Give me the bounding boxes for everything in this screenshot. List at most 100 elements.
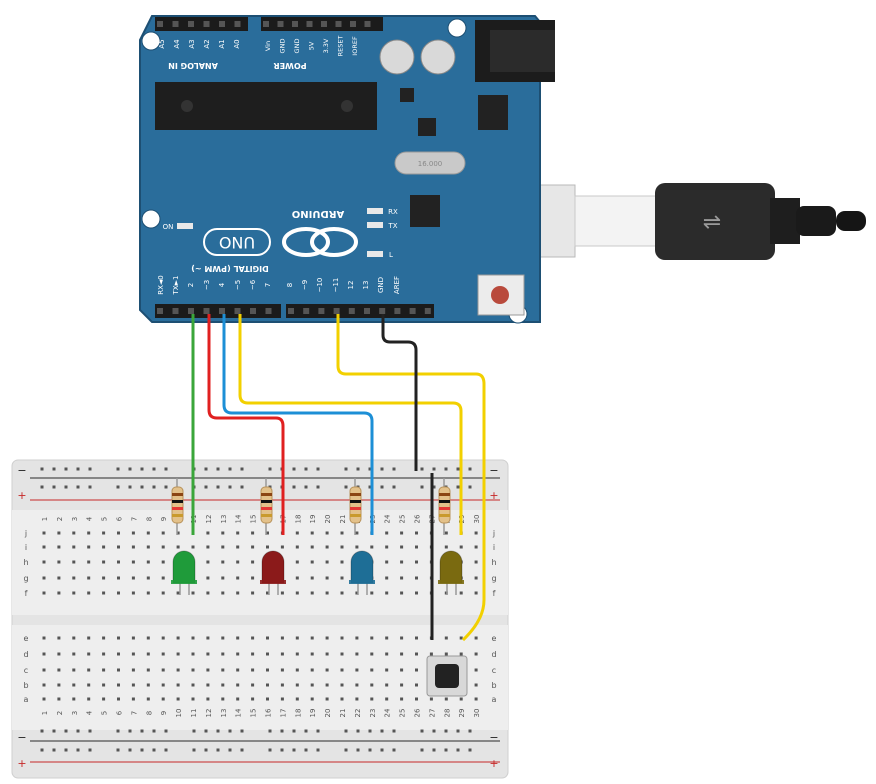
digital-pin-label: AREF xyxy=(393,276,401,294)
breadboard-hole xyxy=(251,636,255,640)
breadboard-hole xyxy=(57,591,61,595)
rail-polarity-label: + xyxy=(489,489,498,502)
breadboard-hole xyxy=(325,591,329,595)
rail-hole xyxy=(292,467,296,471)
breadboard-hole xyxy=(355,545,359,549)
row-label: e xyxy=(24,634,29,643)
rail-hole xyxy=(304,485,308,489)
resistor[interactable] xyxy=(349,478,362,535)
breadboard-hole xyxy=(146,683,150,687)
breadboard-hole xyxy=(459,545,463,549)
breadboard-hole xyxy=(400,531,404,535)
wire-yellow-5[interactable] xyxy=(238,314,463,535)
breadboard-hole xyxy=(42,668,46,672)
column-label: 7 xyxy=(130,711,138,715)
breadboard-hole xyxy=(206,697,210,701)
rail-hole xyxy=(456,467,460,471)
breadboard-hole xyxy=(310,560,314,564)
column-label: 12 xyxy=(205,515,213,524)
led-green[interactable] xyxy=(171,550,197,595)
wire-blue[interactable] xyxy=(222,314,374,535)
breadboard-hole xyxy=(474,652,478,656)
digital-pin-label: 2 xyxy=(187,283,195,287)
breadboard-hole xyxy=(131,531,135,535)
breadboard-hole xyxy=(385,576,389,580)
header-pin xyxy=(333,308,340,314)
column-label: 30 xyxy=(473,709,481,718)
rail-polarity-label: + xyxy=(17,489,26,502)
rail-polarity-label: + xyxy=(489,757,498,770)
resistor[interactable] xyxy=(171,478,184,535)
breadboard-hole xyxy=(42,560,46,564)
breadboard-hole xyxy=(251,697,255,701)
row-label: f xyxy=(493,589,496,598)
wire-black-gnd[interactable] xyxy=(381,314,418,471)
breadboard-hole xyxy=(355,531,359,535)
column-label: 15 xyxy=(250,515,258,524)
breadboard-hole xyxy=(266,531,269,535)
analog-pin-label: A5 xyxy=(158,39,166,48)
breadboard-hole xyxy=(221,636,225,640)
on-label: ON xyxy=(163,223,174,231)
rail-hole xyxy=(52,748,56,752)
breadboard-hole xyxy=(251,576,255,580)
breadboard-hole xyxy=(176,652,180,656)
breadboard: 1122334455667788991010111112121313141415… xyxy=(11,459,509,779)
power-pin-label: GND xyxy=(293,39,301,54)
resistor[interactable] xyxy=(260,478,273,535)
breadboard-hole xyxy=(266,697,269,701)
breadboard-hole xyxy=(444,531,448,535)
rail-hole xyxy=(116,485,120,489)
rail-hole xyxy=(344,467,348,471)
breadboard-hole xyxy=(42,531,46,535)
digital-pin-label: TX►1 xyxy=(172,276,180,296)
breadboard-hole xyxy=(72,560,76,564)
breadboard-hole xyxy=(236,636,240,640)
wire-yellow-11[interactable] xyxy=(336,314,486,642)
column-label: 26 xyxy=(414,708,422,717)
rail-hole xyxy=(292,729,296,733)
row-label: c xyxy=(24,666,28,675)
digital-pin-label: 4 xyxy=(218,282,226,287)
analog-header-label: ANALOG IN xyxy=(168,61,218,70)
rail-hole xyxy=(152,729,156,733)
breadboard-hole xyxy=(415,636,418,640)
column-label: 30 xyxy=(473,515,481,524)
breadboard-hole xyxy=(474,576,478,580)
breadboard-hole xyxy=(87,683,91,687)
header-pin xyxy=(219,21,225,27)
rail-hole xyxy=(304,467,308,471)
breadboard-hole xyxy=(102,668,106,672)
led-yellow[interactable] xyxy=(438,550,464,595)
breadboard-hole xyxy=(206,636,210,640)
rail-polarity-label: − xyxy=(17,464,26,477)
column-label: 9 xyxy=(160,711,168,715)
breadboard-hole xyxy=(400,697,404,701)
digital-pin-label: ~10 xyxy=(316,278,324,293)
pushbutton[interactable] xyxy=(426,655,468,697)
header-pin xyxy=(303,308,310,314)
digital-pin-label: ~6 xyxy=(249,279,257,290)
breadboard-hole xyxy=(236,697,240,701)
breadboard-hole xyxy=(146,591,150,595)
column-label: 5 xyxy=(101,517,109,521)
breadboard-hole xyxy=(161,636,165,640)
rail-hole xyxy=(52,467,56,471)
led-blue[interactable] xyxy=(349,550,375,595)
breadboard-hole xyxy=(236,668,240,672)
column-label: 20 xyxy=(324,515,332,524)
breadboard-hole xyxy=(251,545,255,549)
brand-label: ARDUINO xyxy=(292,208,344,219)
wire-red[interactable] xyxy=(207,314,285,535)
rail-hole xyxy=(216,729,220,733)
rail-hole xyxy=(392,485,396,489)
column-label: 10 xyxy=(175,709,183,718)
led-red[interactable] xyxy=(260,550,286,595)
breadboard-hole xyxy=(102,683,106,687)
breadboard-hole xyxy=(102,531,106,535)
resistor[interactable] xyxy=(438,478,451,535)
breadboard-hole xyxy=(400,576,404,580)
column-label: 19 xyxy=(309,515,317,524)
breadboard-hole xyxy=(117,545,120,549)
digital-pin-label: RX◄0 xyxy=(157,275,165,295)
